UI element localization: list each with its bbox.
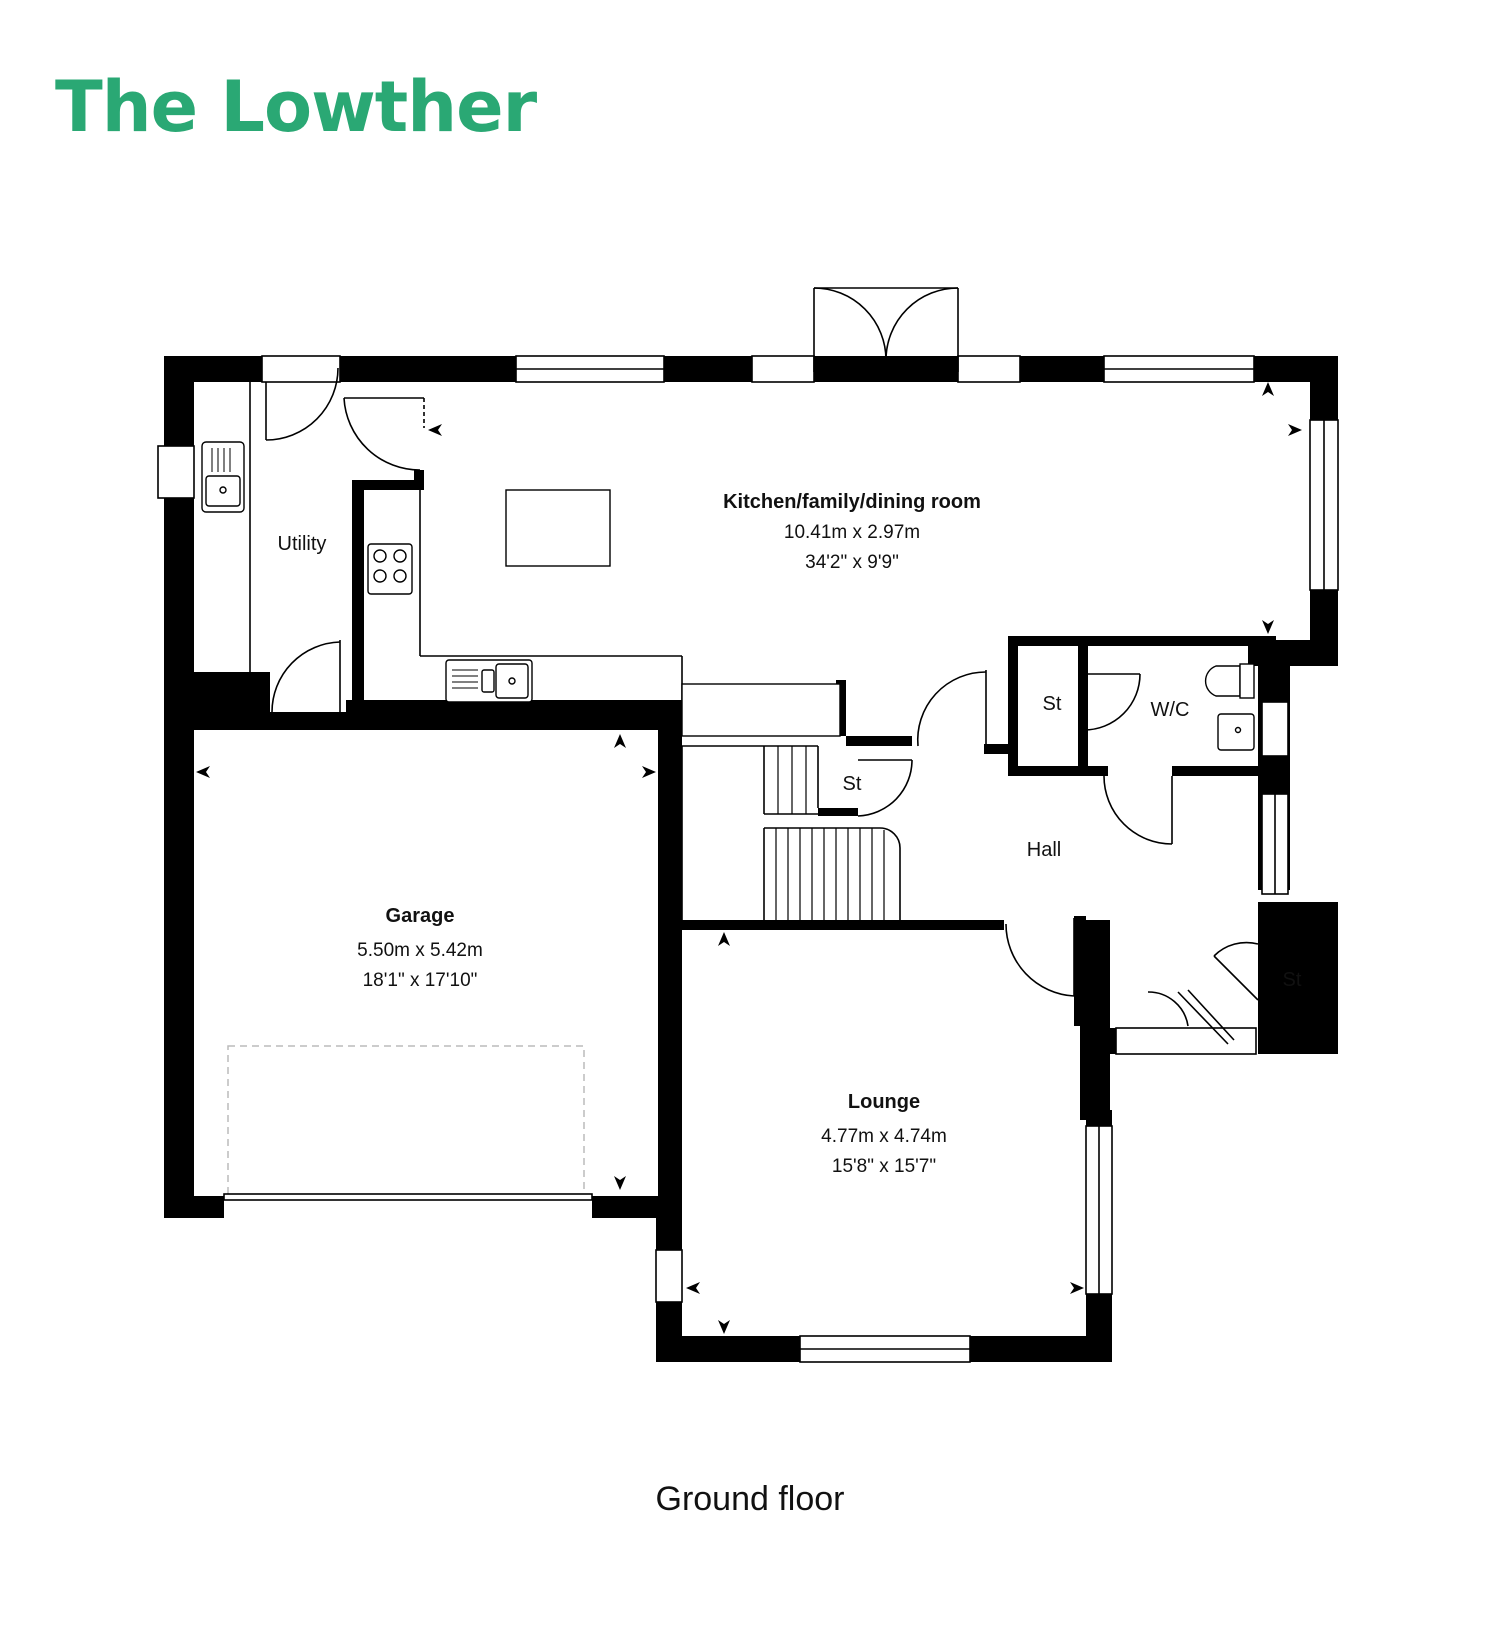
garage-name: Garage bbox=[386, 905, 455, 927]
lounge-dim-metric: 4.77m x 4.74m bbox=[821, 1126, 947, 1147]
doors bbox=[261, 287, 1259, 1045]
wc-name: W/C bbox=[1151, 699, 1190, 721]
fixtures bbox=[201, 382, 1255, 1201]
garage-dim-metric: 5.50m x 5.42m bbox=[357, 940, 483, 961]
floor-caption: Ground floor bbox=[655, 1480, 845, 1518]
plan-title: The Lowther bbox=[55, 66, 537, 148]
wc-store-name: St bbox=[1043, 693, 1062, 715]
lounge-name: Lounge bbox=[848, 1091, 920, 1113]
porch-store-name: St bbox=[1283, 969, 1302, 991]
room-labels: Kitchen/family/dining room 10.41m x 2.97… bbox=[278, 491, 1302, 1177]
utility-name: Utility bbox=[278, 533, 327, 555]
kitchen-dim-metric: 10.41m x 2.97m bbox=[784, 522, 920, 543]
garage-dim-imperial: 18'1" x 17'10" bbox=[363, 970, 478, 991]
windows bbox=[157, 355, 1339, 1363]
kitchen-name: Kitchen/family/dining room bbox=[723, 491, 981, 513]
dimension-arrows bbox=[196, 382, 1302, 1334]
interior-walls bbox=[194, 470, 1276, 1026]
stairs-store-name: St bbox=[843, 773, 862, 795]
kitchen-dim-imperial: 34'2" x 9'9" bbox=[805, 552, 899, 573]
hall-name: Hall bbox=[1027, 839, 1061, 861]
lounge-dim-imperial: 15'8" x 15'7" bbox=[832, 1156, 936, 1177]
